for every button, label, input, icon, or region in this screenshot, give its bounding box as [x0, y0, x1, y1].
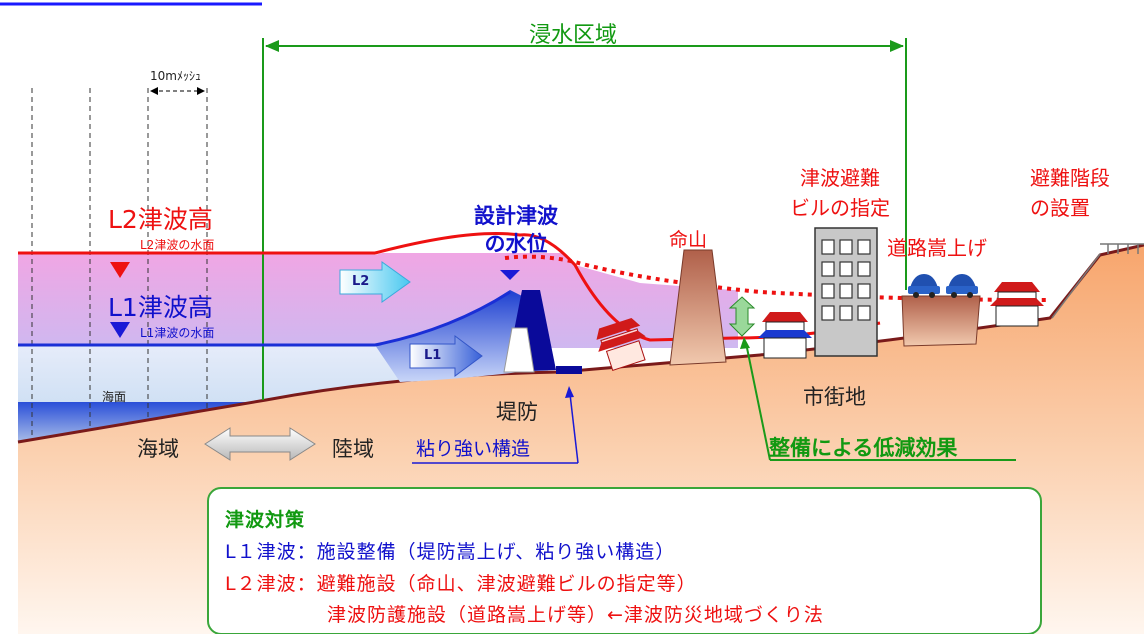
land-area-label: 陸域 — [332, 437, 374, 461]
measures-box: 津波対策 L１津波：施設整備（堤防嵩上げ、粘り強い構造） L２津波：避難施設（命… — [207, 487, 1042, 634]
raised-road — [901, 274, 981, 347]
inundation-bracket — [262, 38, 907, 400]
fallen-house — [596, 317, 646, 371]
l1-arrow-label: L1 — [424, 348, 442, 363]
measures-l1-line: L１津波：施設整備（堤防嵩上げ、粘り強い構造） — [225, 541, 676, 563]
sky — [375, 0, 1144, 330]
measures-l2-line1: L２津波：避難施設（命山、津波避難ビルの指定等） — [225, 573, 697, 595]
road-raising-label: 道路嵩上げ — [887, 236, 987, 260]
urban-area-label: 市街地 — [803, 385, 866, 409]
measures-l2-line2: 津波防護施設（道路嵩上げ等）←津波防災地域づくり法 — [327, 604, 824, 626]
design-level-marker — [500, 270, 520, 280]
l1-arrow — [409, 335, 483, 377]
life-hill — [669, 249, 727, 366]
robust-structure-pointer — [412, 386, 579, 464]
l1-marker — [110, 322, 130, 338]
embankment-label: 堤防 — [496, 400, 538, 424]
robust-structure-label: 粘り強い構造 — [416, 438, 531, 460]
l2-arrow — [339, 261, 411, 303]
mesh-label: 10mﾒｯｼｭ — [150, 69, 201, 83]
measures-title: 津波対策 — [225, 509, 306, 531]
evac-stairs-label: 避難階段 の設置 — [1030, 166, 1110, 220]
l2-height-label: L2津波高 — [108, 205, 213, 234]
sea-area-label: 海域 — [137, 437, 179, 461]
l2-arrow-label: L2 — [352, 274, 370, 289]
l1-surface-label: L1津波の水面 — [140, 326, 215, 340]
evacuation-building — [814, 227, 878, 357]
reduction-arrow — [728, 296, 756, 337]
mesh-dimension-arrow — [150, 87, 205, 95]
ground-line — [17, 243, 1144, 444]
evac-building-label: 津波避難 ビルの指定 — [790, 166, 890, 220]
reduction-effect-label: 整備による低減効果 — [769, 436, 958, 460]
sea-land-arrow — [204, 427, 316, 461]
l2-marker — [110, 262, 130, 278]
house-blue — [758, 312, 812, 359]
inundation-area-label: 浸水区域 — [529, 23, 618, 48]
evacuation-stairs — [1051, 243, 1144, 319]
car-icon — [946, 274, 978, 298]
embankment — [500, 270, 582, 374]
l2-surface-label: L2津波の水面 — [140, 238, 215, 252]
effect-leader-line — [745, 342, 771, 461]
life-hill-label: 命山 — [669, 229, 708, 251]
l1-height-label: L1津波高 — [108, 293, 213, 322]
house-right — [990, 282, 1044, 327]
car-icon — [908, 274, 940, 298]
sea-surface-label: 海面 — [102, 390, 127, 404]
design-tsunami-label: 設計津波 の水位 — [474, 204, 558, 256]
l1-water-line — [18, 290, 511, 347]
